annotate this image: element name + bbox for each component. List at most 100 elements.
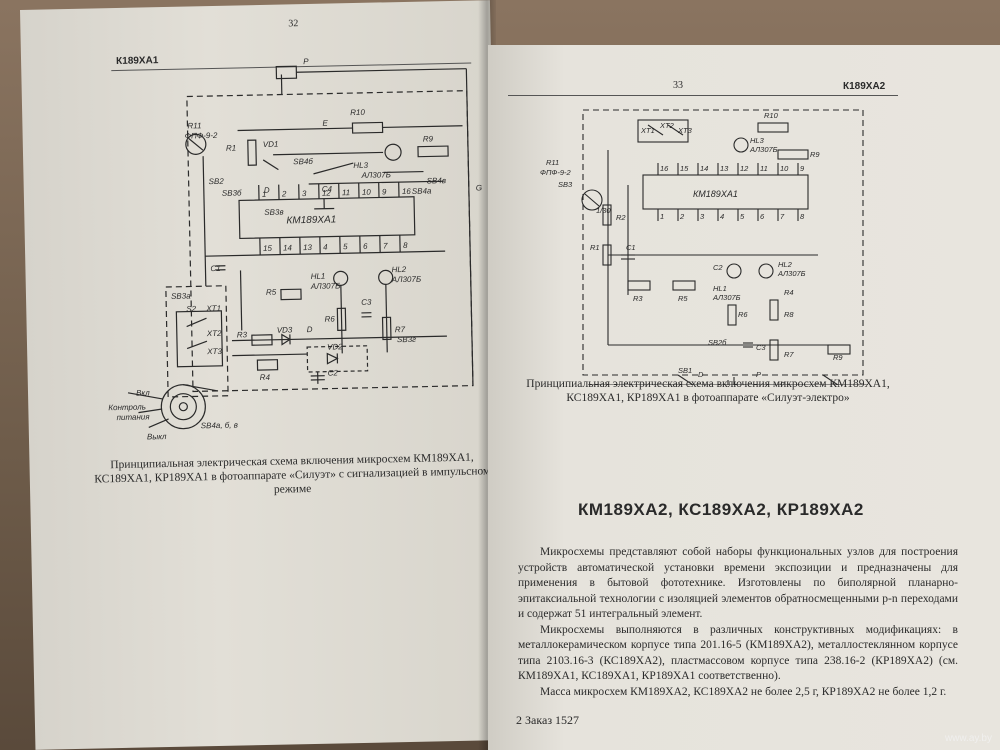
svg-text:P: P <box>303 57 309 66</box>
svg-text:5: 5 <box>740 212 745 221</box>
svg-text:SB1: SB1 <box>678 366 692 375</box>
svg-text:SB3б: SB3б <box>222 188 242 197</box>
svg-text:5: 5 <box>343 242 348 251</box>
svg-text:R6: R6 <box>324 314 335 323</box>
svg-text:15: 15 <box>680 164 689 173</box>
svg-text:1/30: 1/30 <box>596 206 611 215</box>
svg-text:3: 3 <box>700 212 705 221</box>
svg-text:8: 8 <box>800 212 805 221</box>
svg-text:SB3в: SB3в <box>264 208 283 217</box>
svg-text:D: D <box>264 186 270 195</box>
svg-text:R6: R6 <box>738 310 748 319</box>
schematic-right: R11 ФПФ-9-2 SB3 1/30 R2 R1 C1 XT1 XT2 XT… <box>540 109 868 385</box>
caption-left: Принципиальная электрическая схема включ… <box>94 451 491 496</box>
svg-text:G: G <box>476 183 482 192</box>
svg-text:VD3: VD3 <box>277 325 293 334</box>
right-page: 33 К189ХА2 <box>488 45 1000 750</box>
svg-text:SB3: SB3 <box>558 180 573 189</box>
page-number-right: 33 <box>673 80 683 91</box>
svg-text:R11: R11 <box>187 121 201 130</box>
svg-text:16: 16 <box>660 164 669 173</box>
svg-text:1: 1 <box>660 212 664 221</box>
chip-pins-right <box>657 163 799 221</box>
svg-text:Контроль: Контроль <box>108 402 146 412</box>
svg-text:R3: R3 <box>633 294 643 303</box>
svg-text:SB3a: SB3a <box>171 291 191 300</box>
header-rule-right <box>508 95 898 96</box>
svg-text:питания: питания <box>116 412 150 422</box>
svg-text:HL1: HL1 <box>713 284 727 293</box>
svg-text:R4: R4 <box>260 373 271 382</box>
svg-text:R11: R11 <box>546 158 559 167</box>
svg-text:XT1: XT1 <box>640 126 655 135</box>
svg-text:13: 13 <box>303 243 313 252</box>
svg-text:R9: R9 <box>810 150 820 159</box>
svg-text:12: 12 <box>740 164 749 173</box>
svg-text:АЛ307Б: АЛ307Б <box>310 281 341 291</box>
caption-right: Принципиальная электрическая схема включ… <box>526 378 890 404</box>
svg-text:ФПФ-9-2: ФПФ-9-2 <box>540 168 572 177</box>
svg-text:XT2: XT2 <box>206 329 222 338</box>
svg-text:АЛ307Б: АЛ307Б <box>360 170 391 180</box>
svg-text:4: 4 <box>323 243 328 252</box>
chip-label-left: КМ189ХА1 <box>286 214 336 226</box>
svg-text:R7: R7 <box>784 350 794 359</box>
svg-text:2: 2 <box>679 212 685 221</box>
svg-text:SB3г: SB3г <box>397 335 416 344</box>
svg-text:R4: R4 <box>784 288 794 297</box>
svg-text:3: 3 <box>302 189 307 198</box>
svg-text:9: 9 <box>382 187 387 196</box>
svg-text:XT1: XT1 <box>205 304 221 313</box>
svg-text:SB4б: SB4б <box>293 157 313 166</box>
svg-text:Выкл: Выкл <box>147 432 167 441</box>
svg-text:P: P <box>756 370 761 379</box>
svg-text:9: 9 <box>800 164 805 173</box>
svg-text:SB2: SB2 <box>209 177 225 186</box>
paragraph-2: Микросхемы выполняются в различных конст… <box>518 623 958 683</box>
svg-text:XT2: XT2 <box>659 121 675 130</box>
svg-text:6: 6 <box>363 242 368 251</box>
chip-body-right <box>642 174 809 210</box>
svg-text:АЛ307Б: АЛ307Б <box>777 269 806 278</box>
svg-text:C3: C3 <box>756 343 766 352</box>
svg-text:R8: R8 <box>784 310 794 319</box>
svg-text:C2: C2 <box>713 263 723 272</box>
watermark: www.ay.by <box>944 733 992 744</box>
svg-text:1: 1 <box>262 190 267 199</box>
svg-text:АЛ307Б: АЛ307Б <box>749 145 778 154</box>
svg-text:SB4a: SB4a <box>412 186 432 195</box>
svg-text:D: D <box>698 370 704 379</box>
svg-text:C2: C2 <box>328 368 339 377</box>
body-text: Микросхемы представляют собой наборы фун… <box>518 545 958 700</box>
svg-text:SB4а, б, в: SB4а, б, в <box>201 421 238 431</box>
svg-text:VD2: VD2 <box>327 342 343 351</box>
paragraph-3: Масса микросхем КМ189ХА2, КС189ХА2 не бо… <box>540 685 947 698</box>
svg-text:HL2: HL2 <box>778 260 793 269</box>
svg-text:SB4в: SB4в <box>427 176 446 185</box>
page-number-left: 32 <box>288 18 299 30</box>
page-footer: 2 Заказ 1527 <box>516 713 580 727</box>
svg-text:G: G <box>780 380 786 385</box>
svg-text:2: 2 <box>281 189 287 198</box>
svg-text:ФПФ-9-2: ФПФ-9-2 <box>185 131 218 141</box>
left-page: 32 К189ХА1 <box>20 0 506 750</box>
svg-text:XT3: XT3 <box>206 347 222 356</box>
svg-text:SB2б: SB2б <box>708 338 727 347</box>
svg-text:11: 11 <box>760 164 768 173</box>
svg-text:R9: R9 <box>833 353 843 362</box>
svg-text:Вкл: Вкл <box>136 388 150 397</box>
svg-text:12: 12 <box>322 189 332 198</box>
svg-text:13: 13 <box>720 164 729 173</box>
svg-text:16: 16 <box>402 187 412 196</box>
svg-text:14: 14 <box>283 243 293 252</box>
svg-text:R10: R10 <box>764 111 779 120</box>
svg-text:15: 15 <box>263 244 273 253</box>
svg-text:8: 8 <box>403 241 408 250</box>
svg-text:6: 6 <box>760 212 765 221</box>
paragraph-1: Микросхемы представляют собой наборы фун… <box>518 546 958 620</box>
svg-text:VD1: VD1 <box>263 140 279 149</box>
svg-text:R5: R5 <box>678 294 688 303</box>
svg-text:R5: R5 <box>266 288 277 297</box>
chip-label-right: КМ189ХА1 <box>693 189 738 199</box>
svg-text:HL1: HL1 <box>311 272 326 281</box>
